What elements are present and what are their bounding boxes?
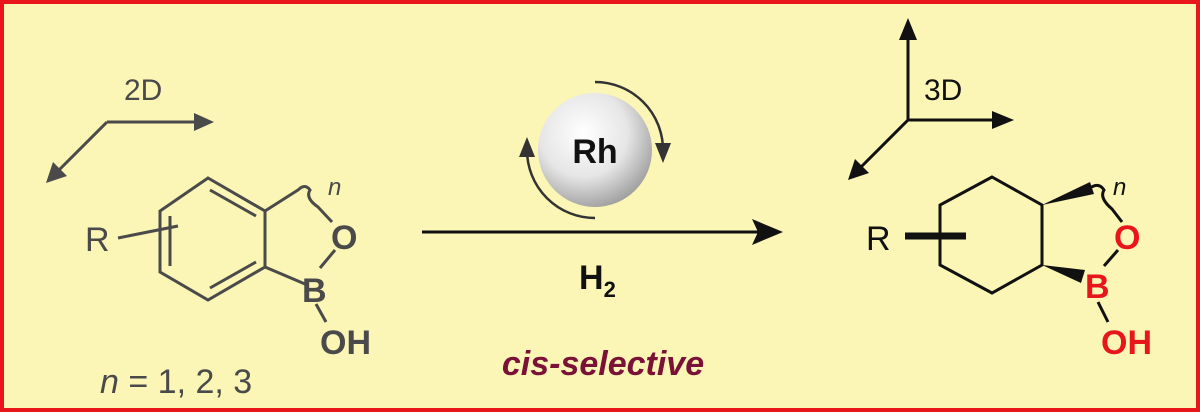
right-oxygen-label: O [1114,219,1140,257]
right-hydroxyl-label: OH [1101,324,1152,362]
axis-3d-label: 3D [924,74,962,107]
axis-2d-arrowhead-right [194,113,214,131]
reagent-main: H [579,259,604,297]
n-values-variable: n [100,363,119,401]
right-boron-ring-bonds [1089,183,1124,323]
axis-3d-arrowhead-down-left [848,159,869,180]
catalytic-cycle-arrowhead-right [655,143,671,163]
axis-3d-arrowhead-right [992,111,1014,129]
reagent-label: H2 [579,259,616,302]
right-boron-label: B [1085,268,1110,306]
left-r-label: R [85,221,110,259]
n-values-list: = 1, 2, 3 [119,363,252,401]
right-n-label: n [1113,174,1126,201]
right-r-label: R [866,220,891,258]
left-boron-label: B [302,272,327,310]
left-r-bond [117,224,179,240]
axes-3d-icon [856,35,998,172]
catalyst-sphere [538,93,652,207]
right-wedge-bond-top [1042,182,1094,205]
n-values-label: n = 1, 2, 3 [100,363,252,401]
axis-2d-arrowhead-down-left [46,162,67,183]
left-n-label: n [328,174,341,201]
reagent-subscript: 2 [604,277,616,302]
catalytic-cycle-arc-left [525,149,596,220]
axis-3d-arrowhead-up [899,18,917,40]
catalytic-cycle-arrowhead-left [519,137,535,157]
catalytic-cycle-arc-right [594,80,665,151]
selectivity-label: cis-selective [502,345,704,383]
left-boron-ring-bonds [264,185,337,323]
catalyst-label: Rh [572,133,617,171]
left-oxygen-label: O [331,219,357,257]
left-hydroxyl-label: OH [320,324,371,362]
reaction-arrow-head [752,219,783,245]
axis-2d-label: 2D [124,74,162,107]
axes-2d-icon [53,120,200,176]
right-wedge-bond-bottom [1042,265,1085,283]
